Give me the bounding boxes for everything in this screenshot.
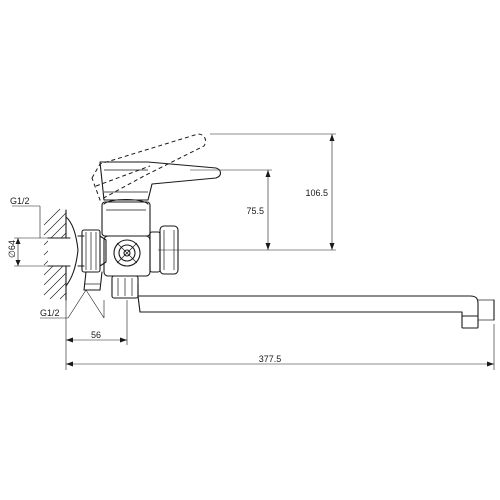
- thread-label-bottom: G1/2: [40, 308, 60, 318]
- lever-handle: [99, 161, 222, 201]
- dimension-label-56: 56: [91, 330, 101, 340]
- dimension-75-5: [265, 170, 271, 250]
- wall-rosette: [65, 216, 85, 287]
- diameter-label: ∅64: [7, 240, 17, 258]
- spout: [137, 283, 495, 329]
- dimension-label-75-5: 75.5: [246, 206, 264, 216]
- thread-label-top: G1/2: [10, 196, 30, 206]
- dimension-106-5: [329, 134, 335, 250]
- dimension-377-5: [66, 361, 494, 367]
- thread-leader-top: [12, 205, 41, 238]
- wall: [43, 208, 71, 301]
- lever-handle-raised: [91, 133, 207, 201]
- diverter-knob: [113, 239, 141, 267]
- thread-leader-bottom: [40, 289, 105, 319]
- dimension-56: [66, 337, 127, 343]
- dimension-label-106-5: 106.5: [305, 188, 328, 198]
- mixer-body: [101, 198, 179, 299]
- extension-lines: [14, 133, 495, 370]
- dimension-diameter-64: [15, 238, 21, 266]
- dimension-label-377-5: 377.5: [259, 354, 282, 364]
- eccentric-connector: [81, 229, 107, 291]
